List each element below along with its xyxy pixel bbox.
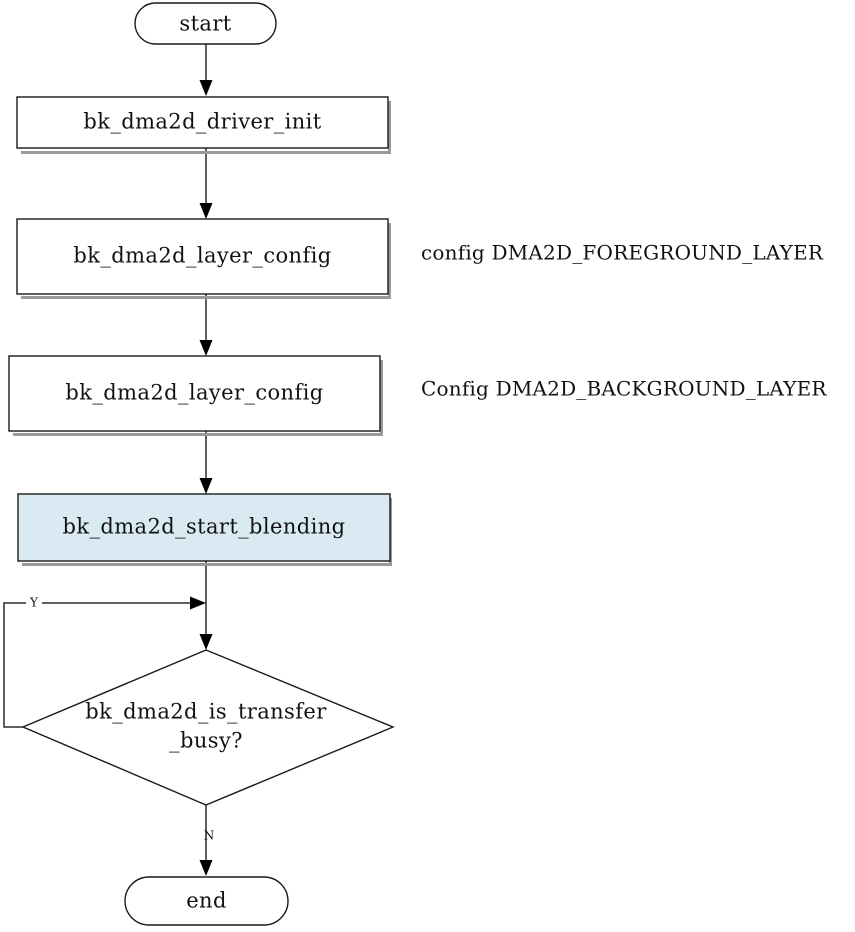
node-driver-init[interactable]: bk_dma2d_driver_init — [16, 96, 391, 154]
node-start[interactable]: start — [134, 2, 277, 45]
edge-label-yes: Y — [26, 594, 42, 611]
annotation-foreground-layer: config DMA2D_FOREGROUND_LAYER — [421, 241, 824, 265]
node-layer-config-background-label: bk_dma2d_layer_config — [65, 381, 323, 405]
edge-decision-yes-loop — [3, 596, 206, 728]
node-layer-config-foreground[interactable]: bk_dma2d_layer_config — [16, 218, 391, 299]
node-is-transfer-busy-label-line2: _busy? — [169, 729, 243, 753]
edge-decision-no-to-end — [199, 805, 213, 876]
node-layer-config-background[interactable]: bk_dma2d_layer_config — [8, 355, 383, 436]
node-is-transfer-busy[interactable]: bk_dma2d_is_transfer _busy? — [21, 649, 395, 806]
edge-label-no: N — [204, 829, 215, 843]
edge-driver-init-to-layer-config-fg — [199, 147, 213, 219]
annotation-background-layer: Config DMA2D_BACKGROUND_LAYER — [421, 377, 827, 401]
node-start-blending[interactable]: bk_dma2d_start_blending — [17, 493, 392, 566]
edge-start-to-driver-init — [199, 44, 213, 96]
node-end-label: end — [186, 889, 227, 913]
node-start-label: start — [179, 12, 231, 36]
node-driver-init-label: bk_dma2d_driver_init — [83, 110, 321, 134]
edge-start-blending-to-decision — [199, 560, 213, 650]
edge-label-no-text: N — [204, 829, 215, 843]
node-layer-config-foreground-label: bk_dma2d_layer_config — [73, 244, 331, 268]
edge-layer-config-fg-to-layer-config-bg — [199, 293, 213, 356]
node-start-blending-label: bk_dma2d_start_blending — [63, 515, 346, 539]
edge-layer-config-bg-to-start-blending — [199, 430, 213, 494]
node-is-transfer-busy-label-line1: bk_dma2d_is_transfer — [85, 700, 327, 724]
edge-label-yes-text: Y — [29, 596, 39, 610]
node-end[interactable]: end — [124, 876, 289, 926]
